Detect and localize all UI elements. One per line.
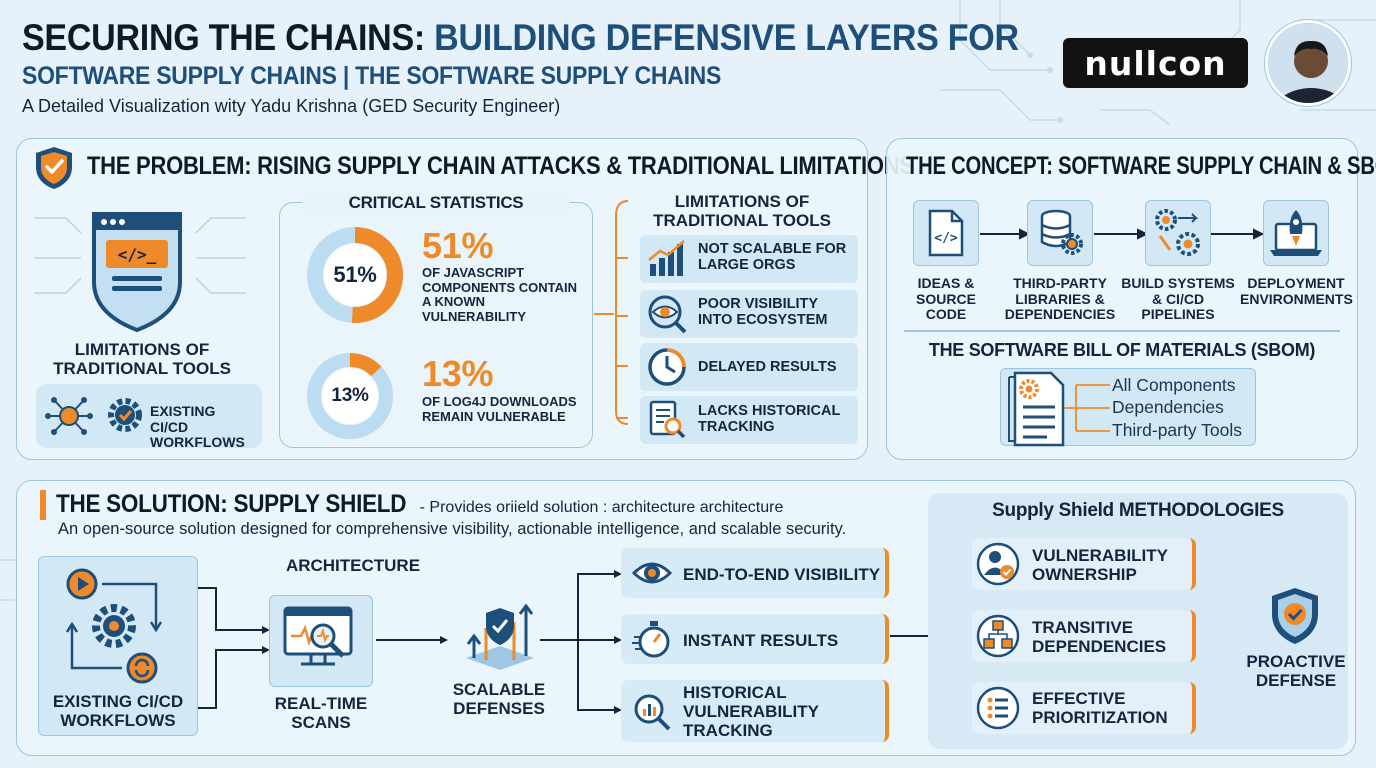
stat-donut-13 [307, 353, 393, 439]
concept-label-build: BUILD SYSTEMS & CI/CD PIPELINES [1121, 275, 1235, 323]
methodology-label-ownership: VULNERABILITY OWNERSHIP [1032, 546, 1168, 585]
defenses-label: SCALABLE DEFENSES [452, 680, 546, 719]
clock-icon [648, 348, 686, 386]
limitation-card-visibility [640, 290, 858, 338]
limitation-card-scalable [640, 235, 858, 283]
concept-divider [904, 330, 1340, 332]
sbom-item-thirdparty: Third-party Tools [1112, 420, 1243, 440]
sbom-document-icon [1008, 371, 1065, 447]
page-subtitle: SOFTWARE SUPPLY CHAINS | THE SOFTWARE SU… [22, 62, 722, 90]
problem-heading: THE PROBLEM: RISING SUPPLY CHAIN ATTACKS… [87, 152, 914, 180]
solution-description: An open-source solution designed for com… [58, 520, 847, 538]
methodologies-heading: Supply Shield METHODOLOGIES [992, 500, 1284, 521]
architecture-label: ARCHITECTURE [285, 556, 421, 575]
monitor-scan-icon [283, 606, 353, 666]
page-byline: A Detailed Visualization wity Yadu Krish… [22, 96, 561, 116]
sbom-heading: THE SOFTWARE BILL OF MATERIALS (SBOM) [928, 340, 1316, 360]
stat-desc-51: OF JAVASCRIPT COMPONENTS CONTAIN A KNOWN… [422, 265, 578, 324]
solution-heading: THE SOLUTION: SUPPLY SHIELD [56, 490, 407, 518]
svg-text:</>: </> [934, 231, 958, 246]
stat-value-13: 13% [422, 353, 494, 394]
document-search-icon [649, 400, 686, 439]
proactive-defense-label: PROACTIVE DEFENSE [1246, 652, 1346, 691]
proactive-shield-icon [1272, 588, 1318, 644]
checklist-icon [976, 686, 1020, 730]
code-file-icon: </> [928, 209, 964, 257]
database-gear-icon [1040, 209, 1083, 255]
search-chart-icon [634, 694, 671, 731]
svg-text:</>_: </>_ [118, 245, 157, 264]
logo-text: nullcon [1084, 43, 1227, 83]
sbom-item-components: All Components [1112, 375, 1236, 395]
shield-check-icon [36, 147, 72, 189]
eye-search-icon [648, 295, 687, 334]
solution-heading-line: THE SOLUTION: SUPPLY SHIELD - Provides o… [56, 490, 783, 519]
concept-label-deploy: DEPLOYMENT ENVIRONMENTS [1240, 275, 1353, 307]
solution-workflow-label: EXISTING CI/CD WORKFLOWS [52, 692, 184, 731]
feature-label-historical: HISTORICAL VULNERABILITY TRACKING [683, 683, 819, 741]
nullcon-logo: nullcon [1063, 38, 1248, 88]
feature-label-instant: INSTANT RESULTS [683, 631, 839, 650]
concept-label-libraries: THIRD-PARTY LIBRARIES & DEPENDENCIES [1004, 275, 1116, 323]
eye-icon [632, 562, 672, 584]
user-check-icon [976, 542, 1020, 586]
stat-value-51: 51% [422, 225, 494, 266]
solution-accent-bar [40, 490, 46, 520]
concept-label-source: IDEAS & SOURCE CODE [916, 275, 976, 323]
cubes-icon [976, 614, 1020, 658]
code-window-shield-icon: </>_ [92, 212, 182, 332]
limitations-heading: LIMITATIONS OF TRADITIONAL TOOLS [653, 192, 831, 231]
page-title: SECURING THE CHAINS: BUILDING DEFENSIVE … [22, 18, 1019, 58]
limitation-label-scalable: NOT SCALABLE FOR LARGE ORGS [698, 241, 847, 274]
gears-icon [1155, 209, 1200, 256]
feature-label-visibility: END-TO-END VISIBILITY [683, 565, 881, 584]
methodology-label-transitive: TRANSITIVE DEPENDENCIES [1032, 618, 1167, 657]
bar-chart-icon [648, 240, 685, 276]
left-workflow-label: EXISTING CI/CD WORKFLOWS [150, 403, 245, 451]
rocket-laptop-icon [1270, 210, 1322, 256]
concept-step-build [1145, 200, 1211, 266]
limitation-label-delayed: DELAYED RESULTS [698, 359, 837, 375]
avatar [1265, 20, 1351, 106]
stat-center-13: 13% [331, 385, 369, 406]
left-limitations-label: LIMITATIONS OF TRADITIONAL TOOLS [53, 340, 231, 379]
limitations-bracket [594, 200, 629, 425]
limitation-label-visibility: POOR VISIBILITY INTO ECOSYSTEM [698, 296, 828, 329]
shield-arrows-icon [466, 603, 534, 670]
stopwatch-icon [632, 621, 670, 658]
feature-card-historical [621, 680, 889, 742]
stat-donut-51 [307, 227, 403, 323]
workflow-nodes-icon [45, 397, 93, 435]
methodology-label-prioritization: EFFECTIVE PRIORITIZATION [1032, 689, 1168, 728]
sbom-item-dependencies: Dependencies [1112, 397, 1224, 417]
stat-center-51: 51% [333, 262, 377, 287]
workflow-cycle-icon [65, 568, 163, 684]
gear-check-icon [108, 398, 142, 432]
stats-heading: CRITICAL STATISTICS [302, 193, 570, 213]
title-blue: BUILDING DEFENSIVE LAYERS FOR [434, 17, 1019, 58]
limitation-label-historical: LACKS HISTORICAL TRACKING [698, 403, 841, 436]
solution-heading-suffix: - Provides oriield solution : architectu… [419, 499, 784, 516]
stat-desc-13: OF LOG4J DOWNLOADS REMAIN VULNERABLE [422, 394, 577, 424]
title-dark: SECURING THE CHAINS: [22, 17, 425, 58]
sbom-bracket [1064, 384, 1110, 432]
scans-label: REAL-TIME SCANS [274, 694, 368, 733]
left-circuit-lines [34, 217, 246, 294]
concept-flow-arrows [980, 228, 1265, 240]
concept-heading: THE CONCEPT: SOFTWARE SUPPLY CHAIN & SBO… [906, 152, 1376, 180]
